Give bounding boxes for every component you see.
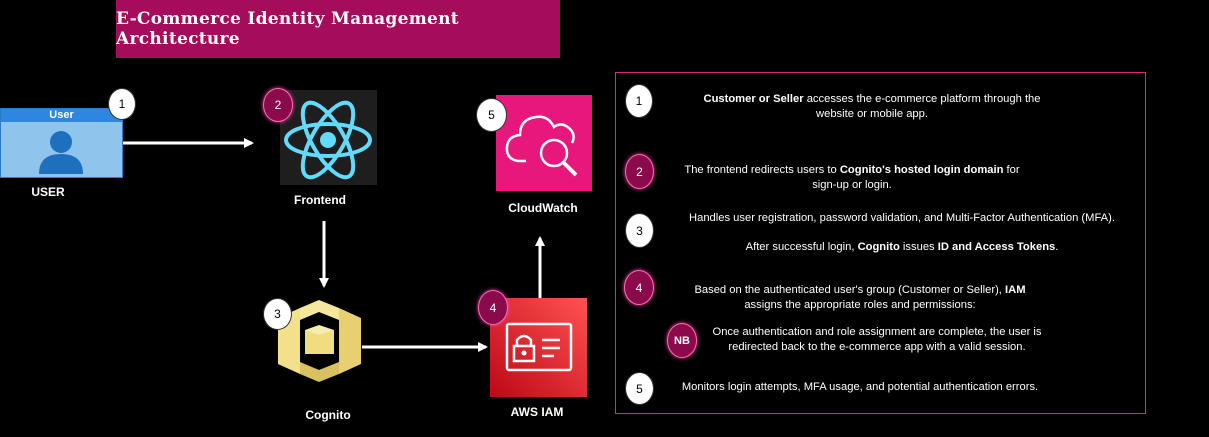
- step-2-badge: 2: [625, 154, 654, 189]
- user-icon: [39, 131, 83, 174]
- step-3-post: .: [1055, 241, 1059, 253]
- nb-line1: Once authentication and role assignment …: [712, 326, 1042, 338]
- cloudwatch-step-badge: 5: [476, 98, 507, 132]
- step-5-text: Monitors login attempts, MFA usage, and …: [681, 381, 1039, 393]
- user-node: User: [0, 108, 123, 178]
- step-1-badge: 1: [625, 84, 653, 118]
- cloudwatch-node: [496, 95, 592, 191]
- step-2-post: for: [1003, 164, 1020, 176]
- step-2-bold: Cognito's hosted login domain: [839, 164, 1004, 176]
- frontend-node: [280, 90, 377, 185]
- iam-label: AWS IAM: [510, 405, 564, 419]
- page-title: E-Commerce Identity Management Architect…: [116, 0, 560, 58]
- step-3-line2: After successful login, Cognito issues I…: [662, 240, 1142, 255]
- step-4-badge: 4: [624, 270, 654, 305]
- step-2-pre: The frontend redirects users to: [684, 164, 840, 176]
- step-3-bold-2: ID and Access Tokens: [937, 241, 1056, 253]
- step-3-mid: issues: [899, 241, 938, 253]
- step-4-text: Based on the authenticated user's group …: [660, 283, 1060, 313]
- frontend-label: Frontend: [294, 193, 346, 207]
- step-3-pre: After successful login,: [745, 241, 858, 253]
- cognito-label: Cognito: [305, 408, 351, 422]
- step-3-line1: Handles user registration, password vali…: [689, 212, 1115, 224]
- step-3-bold-1: Cognito: [857, 241, 900, 253]
- iam-step-badge: 4: [478, 290, 508, 325]
- step-4-bold: IAM: [1005, 284, 1026, 296]
- step-1-rest: accesses the e-commerce platform through…: [803, 93, 1041, 105]
- iam-icon: [505, 322, 573, 372]
- step-1-text: Customer or Seller accesses the e-commer…: [662, 92, 1082, 122]
- cognito-step-badge: 3: [263, 298, 292, 330]
- user-node-header: User: [1, 109, 122, 122]
- step-2-text: The frontend redirects users to Cognito'…: [662, 163, 1042, 193]
- nb-text: Once authentication and role assignment …: [692, 325, 1062, 355]
- nb-line2: redirected back to the e-commerce app wi…: [728, 341, 1026, 353]
- step-2-line2: sign-up or login.: [812, 179, 892, 191]
- user-label: USER: [31, 185, 65, 199]
- react-icon: [284, 100, 372, 180]
- cloudwatch-label: CloudWatch: [508, 201, 578, 215]
- step-1-line2: website or mobile app.: [816, 108, 928, 120]
- step-4-pre: Based on the authenticated user's group …: [694, 284, 1006, 296]
- steps-panel: [615, 72, 1146, 414]
- cloudwatch-icon: [505, 115, 578, 177]
- frontend-step-badge: 2: [263, 88, 293, 122]
- step-4-line2: assigns the appropriate roles and permis…: [744, 299, 976, 311]
- step-1-bold: Customer or Seller: [703, 93, 804, 105]
- user-step-badge: 1: [108, 88, 136, 120]
- step-5-badge: 5: [625, 372, 654, 405]
- step-3-badge: 3: [625, 213, 654, 248]
- nb-badge: NB: [667, 323, 697, 358]
